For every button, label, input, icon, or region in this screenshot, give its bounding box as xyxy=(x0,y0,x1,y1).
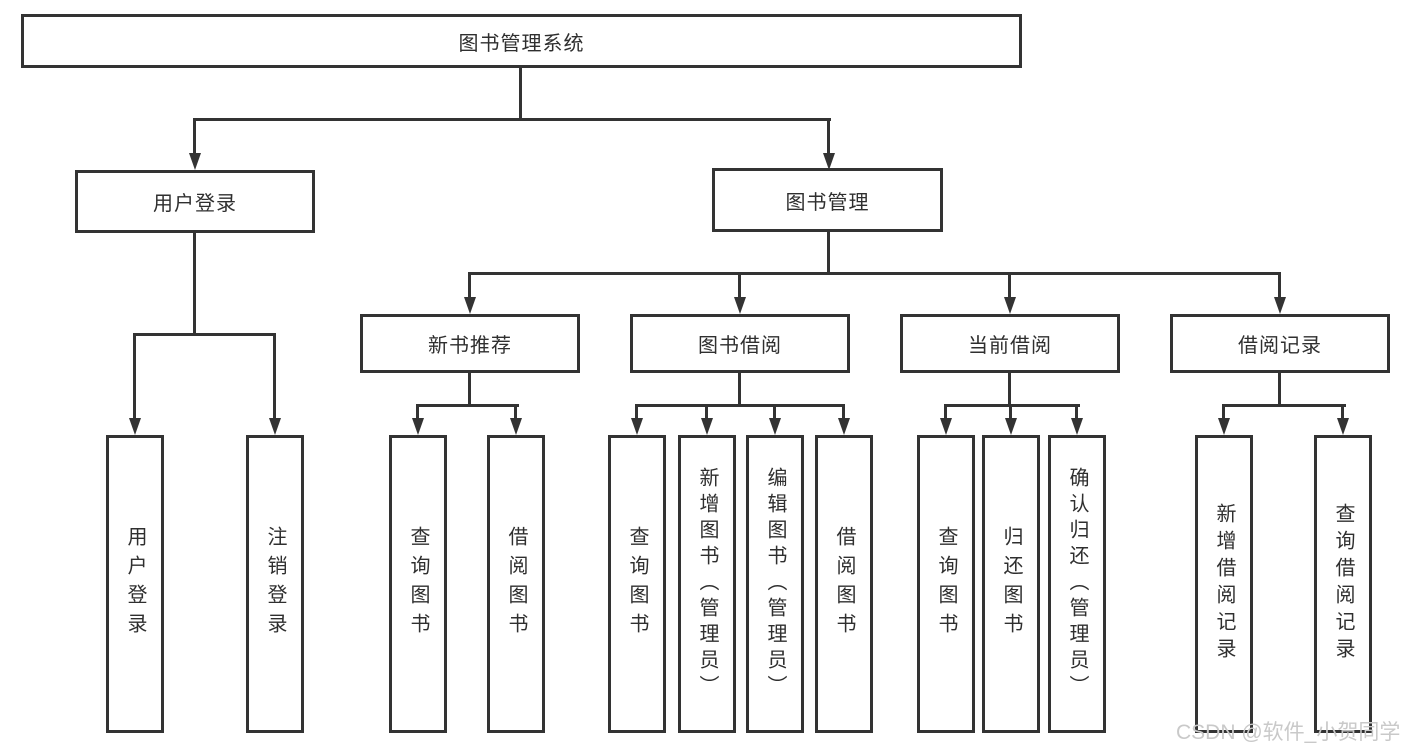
leaf-logout-label: 注销登录 xyxy=(264,526,286,642)
leaf-rec-borrow-books-label: 借阅图书 xyxy=(505,526,527,642)
node-book-borrow: 图书借阅 xyxy=(630,314,850,373)
arrowhead-down-icon xyxy=(269,418,281,435)
leaf-edit-books-admin-label: 编辑图书（管理员） xyxy=(764,467,786,701)
arrowhead-down-icon xyxy=(1005,418,1017,435)
leaf-borrow-books: 借阅图书 xyxy=(815,435,873,733)
connector-line xyxy=(1009,404,1012,420)
leaf-rec-query-books-label: 查询图书 xyxy=(407,526,429,642)
leaf-borrow-books-label: 借阅图书 xyxy=(833,526,855,642)
node-user-login-label: 用户登录 xyxy=(153,193,237,215)
connector-line xyxy=(944,404,947,420)
connector-line xyxy=(1341,404,1344,420)
connector-line xyxy=(842,404,845,420)
node-user-login: 用户登录 xyxy=(75,170,315,233)
arrowhead-down-icon xyxy=(734,297,746,314)
connector-line xyxy=(635,404,638,420)
leaf-add-borrow-record-label: 新增借阅记录 xyxy=(1213,503,1235,665)
arrowhead-down-icon xyxy=(838,418,850,435)
connector-line xyxy=(468,272,471,300)
leaf-current-query-books: 查询图书 xyxy=(917,435,975,733)
arrowhead-down-icon xyxy=(1274,297,1286,314)
connector-line xyxy=(273,333,276,420)
arrowhead-down-icon xyxy=(631,418,643,435)
leaf-add-books-admin: 新增图书（管理员） xyxy=(678,435,736,733)
connector-line xyxy=(519,68,522,121)
arrowhead-down-icon xyxy=(1218,418,1230,435)
arrowhead-down-icon xyxy=(1071,418,1083,435)
connector-line xyxy=(193,118,196,156)
node-root-label: 图书管理系统 xyxy=(458,32,585,55)
connector-line xyxy=(635,404,845,407)
arrowhead-down-icon xyxy=(769,418,781,435)
arrowhead-down-icon xyxy=(189,153,201,170)
connector-line xyxy=(1278,272,1281,300)
node-book-borrow-label: 图书借阅 xyxy=(698,335,782,357)
leaf-query-borrow-record-label: 查询借阅记录 xyxy=(1332,503,1354,665)
arrowhead-down-icon xyxy=(1004,297,1016,314)
leaf-borrow-query-books: 查询图书 xyxy=(608,435,666,733)
node-book-management-label: 图书管理 xyxy=(785,191,870,214)
arrowhead-down-icon xyxy=(129,418,141,435)
leaf-edit-books-admin: 编辑图书（管理员） xyxy=(746,435,804,733)
leaf-confirm-return-admin-label: 确认归还（管理员） xyxy=(1066,467,1088,701)
connector-line xyxy=(705,404,708,420)
connector-line xyxy=(416,404,419,420)
arrowhead-down-icon xyxy=(510,418,522,435)
leaf-return-books: 归还图书 xyxy=(982,435,1040,733)
leaf-confirm-return-admin: 确认归还（管理员） xyxy=(1048,435,1106,733)
arrowhead-down-icon xyxy=(823,153,835,170)
connector-line xyxy=(1278,373,1281,406)
arrowhead-down-icon xyxy=(412,418,424,435)
connector-line xyxy=(193,118,831,121)
node-current-borrow-label: 当前借阅 xyxy=(968,335,1052,357)
node-borrow-records-label: 借阅记录 xyxy=(1238,335,1322,357)
connector-line xyxy=(738,272,741,300)
node-new-book-recommend-label: 新书推荐 xyxy=(428,335,512,357)
connector-line xyxy=(514,404,517,420)
leaf-logout: 注销登录 xyxy=(246,435,304,733)
connector-line xyxy=(827,232,830,274)
leaf-add-borrow-record: 新增借阅记录 xyxy=(1195,435,1253,733)
leaf-user-login: 用户登录 xyxy=(106,435,164,733)
connector-line xyxy=(1075,404,1078,420)
node-root: 图书管理系统 xyxy=(21,14,1022,68)
arrowhead-down-icon xyxy=(701,418,713,435)
leaf-rec-borrow-books: 借阅图书 xyxy=(487,435,545,733)
connector-line xyxy=(133,333,136,420)
connector-line xyxy=(1008,272,1011,300)
node-borrow-records: 借阅记录 xyxy=(1170,314,1390,373)
node-new-book-recommend: 新书推荐 xyxy=(360,314,580,373)
leaf-return-books-label: 归还图书 xyxy=(1000,526,1022,642)
connector-line xyxy=(827,118,830,156)
leaf-add-books-admin-label: 新增图书（管理员） xyxy=(696,467,718,701)
leaf-borrow-query-books-label: 查询图书 xyxy=(626,526,648,642)
connector-line xyxy=(773,404,776,420)
connector-line xyxy=(1222,404,1225,420)
node-current-borrow: 当前借阅 xyxy=(900,314,1120,373)
connector-line xyxy=(133,333,276,336)
connector-line xyxy=(1222,404,1346,407)
arrowhead-down-icon xyxy=(464,297,476,314)
connector-line xyxy=(738,373,741,406)
connector-line xyxy=(468,373,471,406)
connector-line xyxy=(416,404,519,407)
leaf-query-borrow-record: 查询借阅记录 xyxy=(1314,435,1372,733)
connector-line xyxy=(193,233,196,335)
connector-line xyxy=(468,272,1281,275)
leaf-rec-query-books: 查询图书 xyxy=(389,435,447,733)
connector-line xyxy=(1008,373,1011,406)
leaf-current-query-books-label: 查询图书 xyxy=(935,526,957,642)
leaf-user-login-label: 用户登录 xyxy=(124,526,146,642)
node-book-management: 图书管理 xyxy=(712,168,943,232)
connector-line xyxy=(944,404,1080,407)
arrowhead-down-icon xyxy=(1337,418,1349,435)
arrowhead-down-icon xyxy=(940,418,952,435)
csdn-watermark: CSDN @软件_小贺同学 xyxy=(1176,721,1401,744)
